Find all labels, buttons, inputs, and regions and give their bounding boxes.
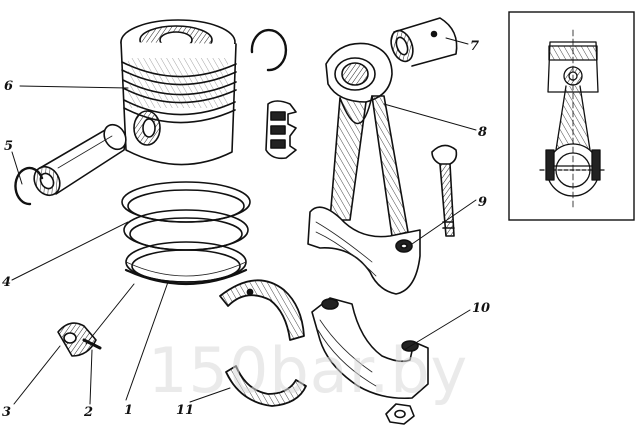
label-11: 11: [176, 403, 194, 418]
ring-lock-parts: [57, 322, 102, 357]
piston-rings: [121, 181, 251, 286]
watermark: 150bar.by: [148, 334, 468, 407]
leader-lines: [11, 37, 477, 405]
label-3: 3: [2, 405, 11, 420]
label-1: 1: [124, 403, 133, 418]
bearing-shell-lower: [225, 365, 307, 407]
label-9: 9: [478, 195, 487, 210]
label-10: 10: [472, 301, 490, 316]
assembly-inset: [508, 11, 635, 221]
label-5: 5: [4, 139, 13, 154]
piston-pin: [33, 123, 127, 197]
label-2: 2: [83, 405, 93, 420]
connecting-rod: [307, 42, 421, 295]
label-8: 8: [478, 125, 487, 140]
snap-ring-upper: [250, 28, 288, 72]
label-6: 6: [4, 79, 13, 94]
small-end-bushing: [390, 17, 458, 67]
bearing-shell-upper: [219, 279, 305, 341]
piston: [120, 19, 237, 166]
ring-groove-section: [265, 100, 297, 160]
snap-ring-lower: [14, 166, 44, 206]
label-4: 4: [2, 275, 11, 290]
rod-nut: [385, 403, 415, 425]
rod-bolt: [431, 144, 458, 237]
label-7: 7: [470, 39, 479, 54]
